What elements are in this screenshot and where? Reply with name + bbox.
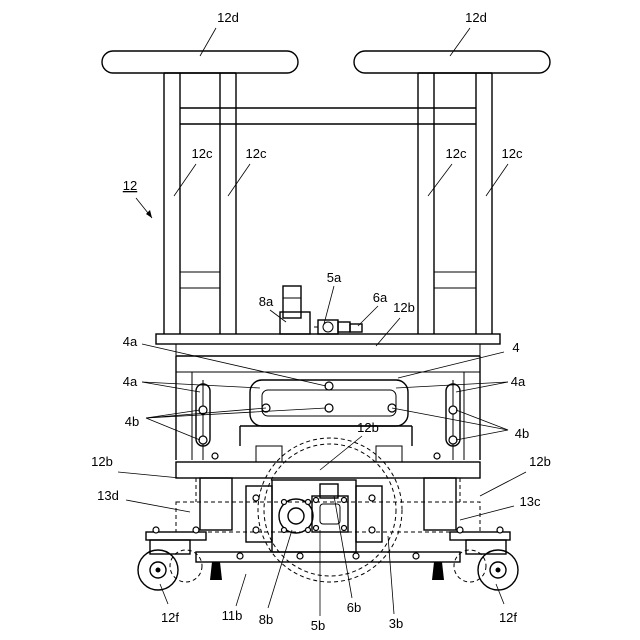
label-4a-right: 4a: [511, 374, 526, 389]
label-12b-right: 12b: [529, 454, 551, 469]
gear-housing-8b: [279, 499, 313, 533]
label-12d-left: 12d: [217, 10, 239, 25]
handle-left: [102, 51, 298, 73]
label-4a-top: 4a: [123, 334, 138, 349]
label-4: 4: [512, 340, 519, 355]
label-5a: 5a: [327, 270, 342, 285]
label-12b-top: 12b: [393, 300, 415, 315]
handle-right: [354, 51, 550, 73]
upper-deck: [156, 334, 500, 356]
leader-lines: [118, 28, 526, 616]
label-12d-right: 12d: [465, 10, 487, 25]
label-5b: 5b: [311, 618, 325, 633]
label-12b-mid: 12b: [357, 420, 379, 435]
label-12: 12: [123, 178, 137, 193]
label-12f-left: 12f: [161, 610, 179, 625]
label-4a-left: 4a: [123, 374, 138, 389]
slotted-bracket-center: [240, 380, 412, 462]
label-3b: 3b: [389, 616, 403, 631]
motor-8a: [280, 286, 310, 334]
label-6a: 6a: [373, 290, 388, 305]
label-4b-right: 4b: [515, 426, 529, 441]
label-12b-left: 12b: [91, 454, 113, 469]
label-12c-1: 12c: [192, 146, 213, 161]
label-13d: 13d: [97, 488, 119, 503]
label-8b: 8b: [259, 612, 273, 627]
coupling-5b-6b: [312, 484, 348, 532]
label-8a: 8a: [259, 294, 274, 309]
label-4b-left: 4b: [125, 414, 139, 429]
cross-bars: [180, 108, 476, 288]
label-12c-3: 12c: [446, 146, 467, 161]
bolts-4b: [199, 382, 457, 459]
label-13c: 13c: [520, 494, 541, 509]
component-5a-6a: [314, 320, 362, 334]
label-12c-2: 12c: [246, 146, 267, 161]
label-11b: 11b: [222, 608, 243, 623]
label-6b: 6b: [347, 600, 361, 615]
upright-posts: [164, 73, 492, 334]
label-12c-4: 12c: [502, 146, 523, 161]
label-12f-right: 12f: [499, 610, 517, 625]
